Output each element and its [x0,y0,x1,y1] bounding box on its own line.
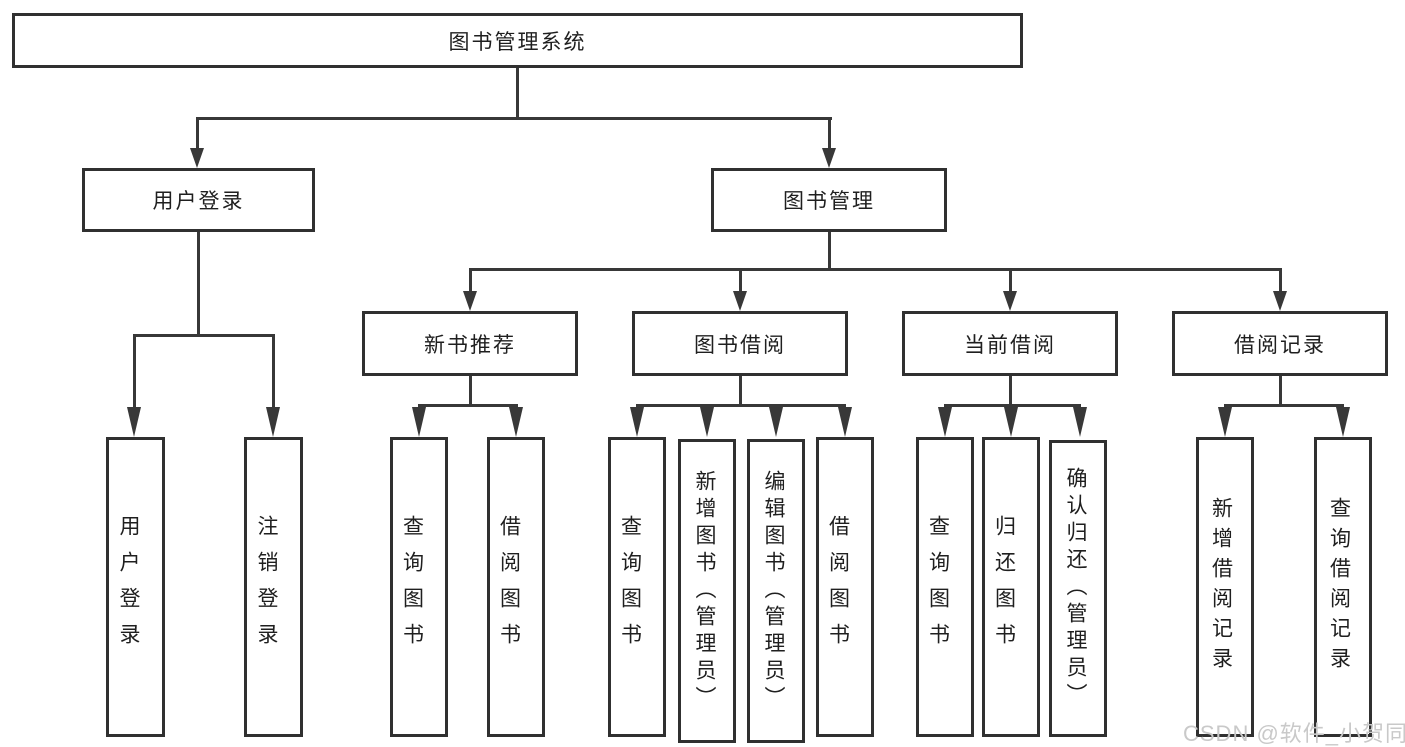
connector-line [944,404,1081,407]
arrow-down-icon [1218,407,1232,437]
node-book-management: 图书管理 [711,168,947,232]
node-label: 查询借阅记录 [1327,497,1351,677]
arrow-down-icon [463,291,477,311]
node-library-management-system: 图书管理系统 [12,13,1023,68]
arrow-down-icon [1336,407,1350,437]
node-leaf-return-books: 归还图书 [982,437,1040,737]
node-label: 查询图书 [618,515,642,659]
node-label: 新增借阅记录 [1209,497,1233,677]
connector-line [1009,376,1012,406]
node-leaf-edit-books-admin: 编辑图书（管理员） [747,439,805,743]
node-label: 图书管理 [783,190,875,213]
arrow-down-icon [412,407,426,437]
node-label: 当前借阅 [964,333,1056,357]
node-label: 新书推荐 [424,333,516,357]
node-leaf-query-books-current: 查询图书 [916,437,974,737]
watermark: CSDN @软件_小贺同学 [1183,721,1405,746]
connector-line [636,404,846,407]
node-label: 用户登录 [117,515,140,659]
node-label: 用户登录 [152,190,245,213]
node-borrowing-records: 借阅记录 [1172,311,1388,376]
connector-line [272,334,275,409]
connector-line [828,232,831,270]
connector-line [197,232,200,336]
connector-line [133,334,275,337]
node-label: 确认归还（管理员） [1064,467,1087,710]
node-leaf-logout: 注销登录 [244,437,303,737]
connector-line [133,334,136,409]
connector-line [1279,376,1282,406]
node-label: 借阅图书 [497,515,521,659]
connector-line [469,376,472,406]
arrow-down-icon [1003,291,1017,311]
connector-line [1009,268,1012,293]
node-leaf-add-borrow-record: 新增借阅记录 [1196,437,1254,737]
node-leaf-query-books-borrowing: 查询图书 [608,437,666,737]
connector-line [469,268,1282,271]
node-leaf-borrow-books: 借阅图书 [816,437,874,737]
arrow-down-icon [733,291,747,311]
connector-line [1279,268,1282,293]
arrow-down-icon [822,148,836,168]
node-label: 图书管理系统 [448,30,587,54]
connector-line [418,404,518,407]
arrow-down-icon [1004,407,1018,437]
node-label: 注销登录 [255,515,278,659]
node-leaf-user-login: 用户登录 [106,437,165,737]
node-book-borrowing: 图书借阅 [632,311,848,376]
arrow-down-icon [838,407,852,437]
arrow-down-icon [127,407,141,437]
arrow-down-icon [938,407,952,437]
node-label: 新增图书（管理员） [693,469,716,713]
node-leaf-add-books-admin: 新增图书（管理员） [678,439,736,743]
node-label: 编辑图书（管理员） [762,469,785,713]
node-new-book-recommendation: 新书推荐 [362,311,578,376]
connector-line [739,376,742,406]
node-label: 查询图书 [926,515,950,659]
arrow-down-icon [266,407,280,437]
connector-line [196,117,832,120]
arrow-down-icon [1273,291,1287,311]
arrow-down-icon [769,407,783,437]
node-label: 借阅图书 [826,515,850,659]
node-leaf-borrow-books-recommend: 借阅图书 [487,437,545,737]
arrow-down-icon [700,407,714,437]
connector-line [196,117,199,149]
node-leaf-confirm-return-admin: 确认归还（管理员） [1049,440,1107,737]
node-label: 查询图书 [400,515,424,659]
arrow-down-icon [1073,407,1087,437]
arrow-down-icon [190,148,204,168]
arrow-down-icon [509,407,523,437]
connector-line [516,68,519,118]
node-label: 归还图书 [992,515,1016,659]
connector-line [469,268,472,293]
connector-line [1224,404,1344,407]
node-user-login: 用户登录 [82,168,315,232]
node-current-borrowing: 当前借阅 [902,311,1118,376]
node-label: 图书借阅 [694,333,786,357]
node-label: 借阅记录 [1234,333,1326,357]
connector-line [828,117,831,149]
node-leaf-query-borrow-record: 查询借阅记录 [1314,437,1372,737]
node-leaf-query-books-recommend: 查询图书 [390,437,448,737]
arrow-down-icon [630,407,644,437]
connector-line [739,268,742,293]
